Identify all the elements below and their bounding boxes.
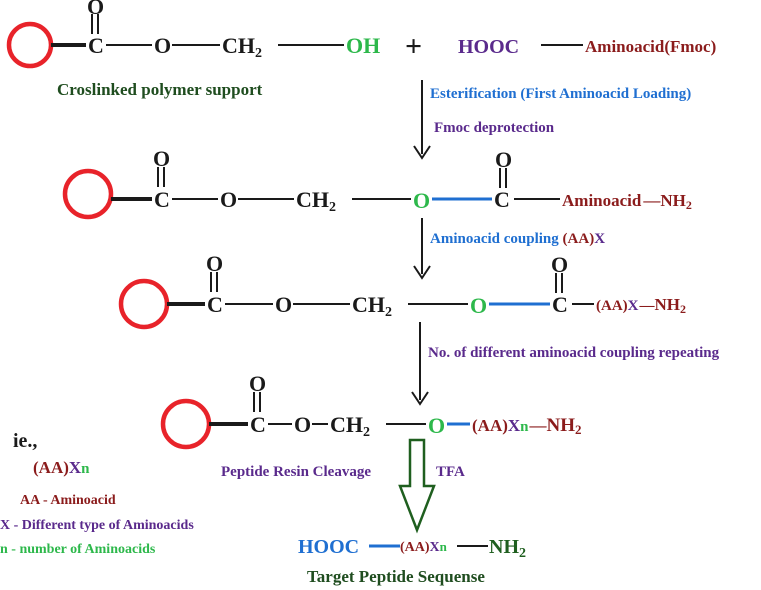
carboxyl-group: HOOC xyxy=(458,36,519,58)
final-peptide-structure: HOOC (AA)Xn NH2 xyxy=(298,536,526,561)
oxygen-atom: O xyxy=(206,251,223,276)
peptide-chain-label: (AA)Xn—NH2 xyxy=(472,415,582,437)
oxygen-atom: O xyxy=(495,147,512,172)
oxygen-atom: O xyxy=(153,146,170,171)
row3-structure: C O O CH2 O C O (AA)X—NH2 xyxy=(118,251,686,330)
arrow-head xyxy=(413,145,431,160)
arrow-head xyxy=(413,265,431,280)
legend-ie: ie., xyxy=(13,430,37,452)
target-peptide-label: Target Peptide Sequense xyxy=(307,567,485,586)
step-fmoc-deprotection-label: Fmoc deprotection xyxy=(434,120,555,136)
ch2-group: CH2 xyxy=(296,187,336,215)
legend-n-definition: n - number of Aminoacids xyxy=(0,542,156,557)
step-resin-cleavage-label: Peptide Resin Cleavage xyxy=(221,464,371,480)
reaction-arrow-2 xyxy=(413,218,431,280)
ester-oxygen-atom: O xyxy=(413,188,430,213)
reaction-arrow-1 xyxy=(413,80,431,160)
carbon-atom: C xyxy=(552,292,568,317)
ch2-group: CH2 xyxy=(222,33,262,61)
polymer-support-circle-3 xyxy=(118,278,170,330)
ch2-group: CH2 xyxy=(352,292,392,320)
step-esterification-label: Esterification (First Aminoacid Loading) xyxy=(430,86,691,102)
legend-x-definition: X - Different type of Aminoacids xyxy=(0,518,194,533)
legend: ie., (AA)Xn AA - Aminoacid X - Different… xyxy=(0,430,194,557)
carbon-atom: C xyxy=(88,33,104,58)
peptide-chain-label: (AA)X—NH2 xyxy=(596,295,686,316)
oxygen-atom: O xyxy=(275,292,292,317)
oxygen-atom: O xyxy=(154,33,171,58)
polymer-support-label: Croslinked polymer support xyxy=(57,80,263,99)
cleavage-arrow xyxy=(398,438,436,534)
fmoc-aminoacid-label: Aminoacid(Fmoc) xyxy=(585,37,716,56)
ch2-group: CH2 xyxy=(330,412,370,440)
hydroxyl-group: OH xyxy=(346,33,380,58)
carbon-atom: C xyxy=(207,292,223,317)
oxygen-atom: O xyxy=(249,371,266,396)
final-amine-group: NH2 xyxy=(489,536,526,561)
ester-oxygen-atom: O xyxy=(470,293,487,318)
step-repeat-coupling-label: No. of different aminoacid coupling repe… xyxy=(428,345,720,361)
polymer-support-circle-4 xyxy=(160,398,212,450)
polymer-support-circle-2 xyxy=(62,168,114,220)
ester-oxygen-atom: O xyxy=(428,413,445,438)
step-tfa-label: TFA xyxy=(436,464,465,480)
oxygen-atom: O xyxy=(220,187,237,212)
row2-structure: C O O CH2 O C O Aminoacid—NH2 xyxy=(62,146,692,220)
legend-aa-definition: AA - Aminoacid xyxy=(20,493,116,508)
final-carboxyl-group: HOOC xyxy=(298,536,359,558)
oxygen-atom: O xyxy=(551,252,568,277)
plus-sign: + xyxy=(405,30,422,63)
oxygen-atom: O xyxy=(294,412,311,437)
final-peptide-chain: (AA)Xn xyxy=(400,539,448,555)
row4-structure: C O O CH2 O (AA)Xn—NH2 xyxy=(160,371,582,450)
carbon-atom: C xyxy=(494,187,510,212)
legend-formula: (AA)Xn xyxy=(33,458,90,477)
carbon-atom: C xyxy=(154,187,170,212)
oxygen-atom: O xyxy=(87,0,104,19)
arrow-head xyxy=(411,391,429,406)
row1-resin-structure: C O O CH2 OH + HOOC Aminoacid(Fmoc) xyxy=(6,0,716,69)
reaction-arrow-3 xyxy=(411,322,429,406)
aminoacid-nh2-label: Aminoacid—NH2 xyxy=(562,191,692,212)
hollow-arrow xyxy=(398,438,436,534)
polymer-support-circle-1 xyxy=(6,21,54,69)
step-aminoacid-coupling-label: Aminoacid coupling (AA)X xyxy=(430,231,605,247)
carbon-atom: C xyxy=(250,412,266,437)
